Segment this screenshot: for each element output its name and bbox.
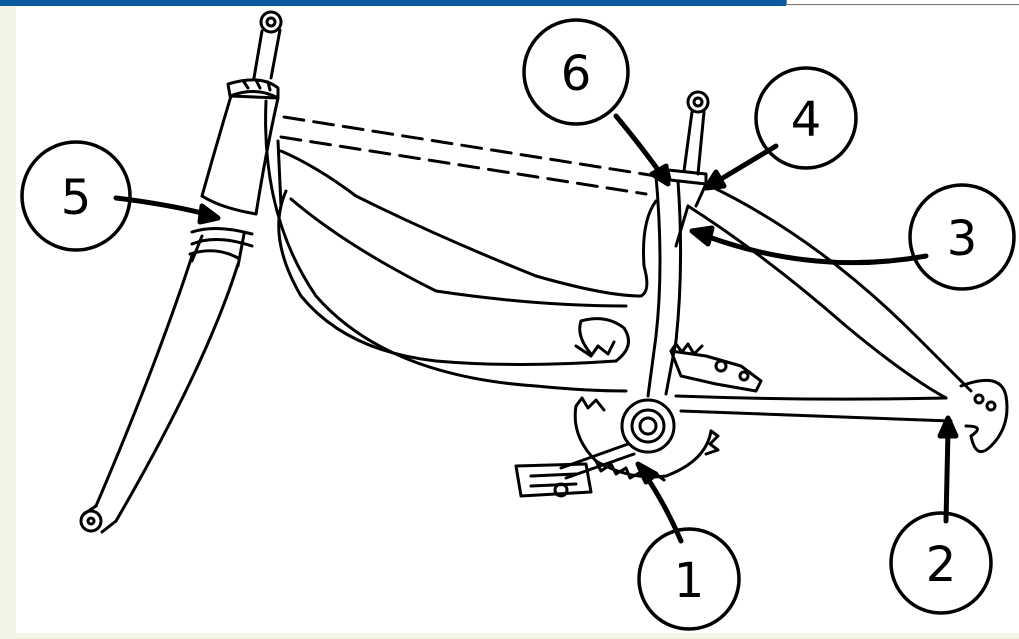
callout-label-4: 4 [791,92,822,148]
callout-label-6: 6 [561,46,592,102]
top-right-tab [786,0,1019,5]
callout-label-1: 1 [674,553,705,609]
derailleur-bracket [671,344,761,391]
handlebar-stem [228,12,281,98]
front-fork [81,256,238,532]
callout-label-5: 5 [61,170,92,226]
callout-circles [22,20,1014,629]
callout-label-3: 3 [947,211,978,267]
callout-label-2: 2 [926,537,957,593]
diagram-canvas: 1 2 3 4 5 6 [16,6,1019,633]
bicycle-frame-diagram: 1 2 3 4 5 6 [16,6,1019,633]
